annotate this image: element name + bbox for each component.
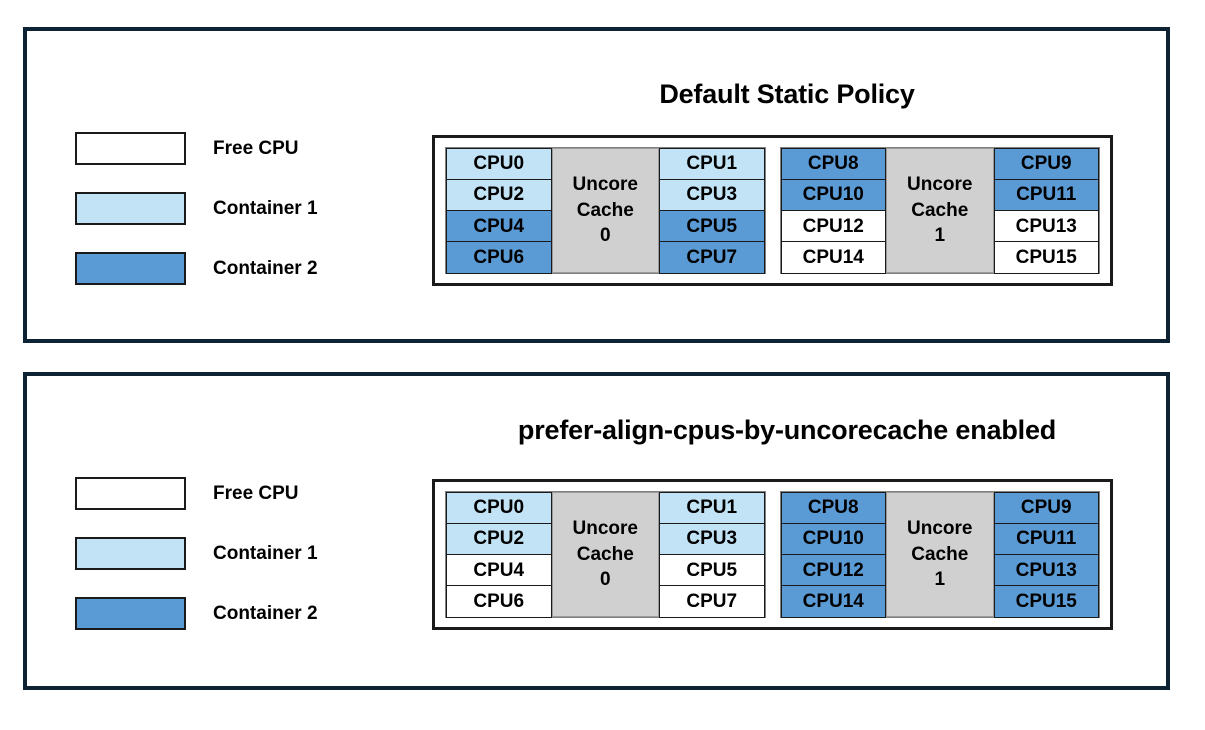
cache-group-1: CPU8 CPU10 CPU12 CPU14 Uncore Cache 1 CP…	[779, 491, 1100, 618]
legend-item-free-cpu: Free CPU	[75, 132, 318, 165]
cpu-cell: CPU9	[993, 147, 1099, 180]
cache-group-0: CPU0 CPU2 CPU4 CPU6 Uncore Cache 0 CPU1 …	[445, 147, 766, 274]
cpu-cell: CPU6	[446, 241, 552, 274]
legend-item-container-1: Container 1	[75, 192, 318, 225]
cpu-column-left: CPU0 CPU2 CPU4 CPU6	[446, 147, 552, 274]
cpu-column-left: CPU8 CPU10 CPU12 CPU14	[780, 491, 886, 618]
page-title: prefer-align-cpus-by-uncorecache enabled	[517, 415, 1057, 445]
cpu-cell: CPU3	[659, 522, 765, 555]
legend-label-free-cpu: Free CPU	[213, 482, 299, 504]
cpu-cell: CPU5	[659, 210, 765, 243]
cpu-cell: CPU9	[993, 491, 1099, 524]
uncore-cache-label-line-2: Cache	[911, 199, 969, 221]
uncore-cache-block-0: Uncore Cache 0	[551, 148, 659, 273]
cpu-cell: CPU8	[780, 147, 886, 180]
panel-default-static-policy: Default Static Policy Free CPU Container…	[23, 27, 1170, 343]
cpu-topology-diagram: CPU0 CPU2 CPU4 CPU6 Uncore Cache 0 CPU1 …	[432, 479, 1113, 630]
cpu-column-right: CPU1 CPU3 CPU5 CPU7	[659, 491, 765, 618]
legend-swatch-container-2	[75, 597, 186, 630]
uncore-cache-index: 0	[599, 225, 611, 247]
cpu-cell: CPU2	[446, 178, 552, 211]
uncore-cache-block-1: Uncore Cache 1	[886, 148, 994, 273]
cpu-cell: CPU4	[446, 210, 552, 243]
cpu-cell: CPU0	[446, 491, 552, 524]
uncore-cache-label-line-1: Uncore	[907, 518, 973, 540]
cache-group-1: CPU8 CPU10 CPU12 CPU14 Uncore Cache 1 CP…	[779, 147, 1100, 274]
legend-label-container-1: Container 1	[213, 197, 318, 219]
cpu-cell: CPU10	[780, 522, 886, 555]
uncore-cache-label-line-1: Uncore	[572, 518, 638, 540]
uncore-cache-index: 1	[934, 225, 946, 247]
cpu-cell: CPU0	[446, 147, 552, 180]
uncore-cache-index: 1	[934, 569, 946, 591]
uncore-cache-index: 0	[599, 569, 611, 591]
panel-prefer-align-cpus-by-uncorecache: prefer-align-cpus-by-uncorecache enabled…	[23, 372, 1170, 690]
cpu-topology-diagram: CPU0 CPU2 CPU4 CPU6 Uncore Cache 0 CPU1 …	[432, 135, 1113, 286]
page-title: Default Static Policy	[659, 79, 915, 109]
cpu-cell: CPU8	[780, 491, 886, 524]
cpu-cell: CPU7	[659, 585, 765, 618]
cpu-column-right: CPU9 CPU11 CPU13 CPU15	[993, 491, 1099, 618]
cpu-cell: CPU14	[780, 241, 886, 274]
legend-prefer-align-cpus-by-uncorecache: Free CPU Container 1 Container 2	[75, 477, 318, 630]
cpu-cell: CPU1	[659, 491, 765, 524]
uncore-cache-block-1: Uncore Cache 1	[886, 492, 994, 617]
legend-swatch-free-cpu	[75, 132, 186, 165]
legend-item-container-1: Container 1	[75, 537, 318, 570]
cpu-cell: CPU12	[780, 554, 886, 587]
cpu-cell: CPU2	[446, 522, 552, 555]
cpu-cell: CPU10	[780, 178, 886, 211]
legend-label-container-2: Container 2	[213, 257, 318, 279]
legend-label-free-cpu: Free CPU	[213, 137, 299, 159]
legend-label-container-2: Container 2	[213, 602, 318, 624]
cpu-cell: CPU13	[993, 210, 1099, 243]
cpu-column-right: CPU1 CPU3 CPU5 CPU7	[659, 147, 765, 274]
cache-group-0: CPU0 CPU2 CPU4 CPU6 Uncore Cache 0 CPU1 …	[445, 491, 766, 618]
cpu-cell: CPU5	[659, 554, 765, 587]
cpu-cell: CPU15	[993, 241, 1099, 274]
uncore-cache-label-line-2: Cache	[911, 543, 969, 565]
cpu-cell: CPU13	[993, 554, 1099, 587]
cpu-column-left: CPU8 CPU10 CPU12 CPU14	[780, 147, 886, 274]
legend-label-container-1: Container 1	[213, 542, 318, 564]
cpu-cell: CPU6	[446, 585, 552, 618]
cpu-cell: CPU11	[993, 522, 1099, 555]
legend-item-container-2: Container 2	[75, 597, 318, 630]
uncore-cache-block-0: Uncore Cache 0	[551, 492, 659, 617]
uncore-cache-label-line-1: Uncore	[572, 174, 638, 196]
cpu-cell: CPU1	[659, 147, 765, 180]
legend-swatch-free-cpu	[75, 477, 186, 510]
uncore-cache-label-line-2: Cache	[576, 199, 634, 221]
cpu-cell: CPU15	[993, 585, 1099, 618]
legend-item-free-cpu: Free CPU	[75, 477, 318, 510]
cpu-cell: CPU7	[659, 241, 765, 274]
legend-swatch-container-1	[75, 192, 186, 225]
legend-default-static-policy: Free CPU Container 1 Container 2	[75, 132, 318, 285]
legend-swatch-container-2	[75, 252, 186, 285]
cpu-cell: CPU11	[993, 178, 1099, 211]
cpu-cell: CPU12	[780, 210, 886, 243]
legend-item-container-2: Container 2	[75, 252, 318, 285]
cpu-cell: CPU14	[780, 585, 886, 618]
uncore-cache-label-line-1: Uncore	[907, 174, 973, 196]
cpu-column-right: CPU9 CPU11 CPU13 CPU15	[993, 147, 1099, 274]
legend-swatch-container-1	[75, 537, 186, 570]
cpu-column-left: CPU0 CPU2 CPU4 CPU6	[446, 491, 552, 618]
cpu-cell: CPU3	[659, 178, 765, 211]
uncore-cache-label-line-2: Cache	[576, 543, 634, 565]
cpu-cell: CPU4	[446, 554, 552, 587]
